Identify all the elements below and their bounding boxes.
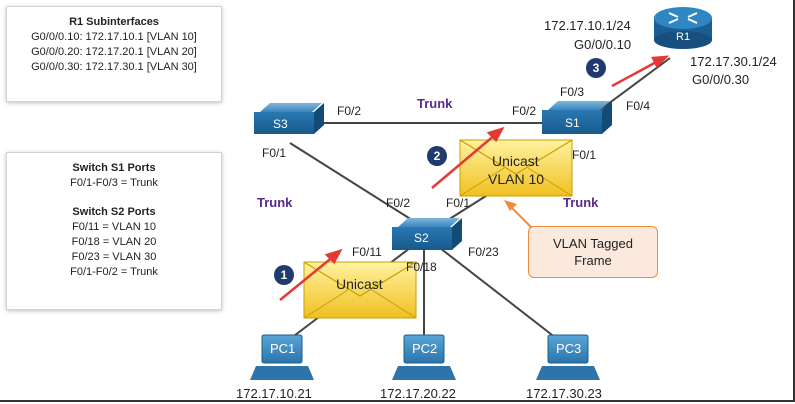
pc1-ip: 172.17.10.21 [236,386,312,401]
r1-left-interface: G0/0/0.10 [574,37,632,52]
trunk-label-left: Trunk [257,195,293,210]
s1-ports-line: F0/1-F0/3 = Trunk [70,177,158,189]
step-badge-2: 2 [427,146,447,166]
callout-line2: Frame [574,253,612,268]
pc1-name: PC1 [270,341,296,356]
r1-right-interface: G0/0/0.30 [692,72,750,87]
port-label: F0/2 [337,104,362,118]
trunk-label-top: Trunk [417,96,453,111]
switch-ports-box: Switch S1 Ports F0/1-F0/3 = Trunk Switch… [6,152,222,310]
switch-s1 [542,101,612,134]
s2-ports-line: F0/18 = VLAN 20 [71,236,157,248]
r1-box-line: G0/0/0.20: 172.17.20.1 [VLAN 20] [31,46,197,58]
port-label: F0/23 [468,245,499,259]
port-label: F0/2 [386,196,411,210]
unicast-upper-text: Unicast [492,153,539,169]
s2-ports-title: Switch S2 Ports [72,206,156,218]
r1-name: R1 [676,31,691,43]
port-label: F0/11 [352,245,382,259]
port-label: F0/2 [512,104,537,118]
switch-s2 [392,218,462,250]
link-s2-pc3 [439,247,566,346]
r1-left-ip: 172.17.10.1/24 [544,18,631,33]
s1-name: S1 [565,116,580,130]
s3-name: S3 [273,117,288,131]
pc3 [536,334,600,380]
vlan-tagged-frame-callout: VLAN Tagged Frame [528,226,658,278]
r1-box-title: R1 Subinterfaces [69,16,159,28]
s2-name: S2 [414,231,429,245]
port-label: F0/1 [572,148,597,162]
step-badge-1: 1 [274,265,294,285]
r1-subinterfaces-box: R1 Subinterfaces G0/0/0.10: 172.17.10.1 … [6,6,222,102]
red-arrows [279,55,670,301]
envelope-unicast-lower [303,261,417,319]
port-label: F0/1 [262,146,287,160]
router-arrows-icon [668,12,698,24]
callout-pointer [504,200,533,229]
r1-right-ip: 172.17.30.1/24 [690,54,777,69]
s2-ports-line: F0/1-F0/2 = Trunk [70,266,158,278]
trunk-label-right: Trunk [563,195,599,210]
r1-box-line: G0/0/0.30: 172.17.30.1 [VLAN 30] [31,61,197,73]
port-label: F0/4 [626,99,651,113]
pc2-name: PC2 [412,341,438,356]
s2-ports-line: F0/11 = VLAN 10 [72,221,156,233]
pc3-ip: 172.17.30.23 [526,386,602,401]
pc2-ip: 172.17.20.22 [380,386,456,401]
port-label: F0/1 [446,196,471,210]
pc2 [392,334,456,380]
callout-line1: VLAN Tagged [553,236,633,251]
pc1 [250,334,314,380]
router-r1 [654,7,712,49]
link-s3-s2 [289,142,421,226]
s2-ports-line: F0/23 = VLAN 30 [71,251,157,263]
pc3-name: PC3 [556,341,582,356]
port-label: F0/18 [406,260,437,274]
unicast-vlan-text: VLAN 10 [488,171,545,187]
s1-ports-title: Switch S1 Ports [72,162,156,174]
switch-s3 [254,103,324,134]
step-badge-3: 3 [586,58,606,78]
port-label: F0/3 [560,85,585,99]
unicast-lower-text: Unicast [336,276,383,292]
r1-box-line: G0/0/0.10: 172.17.10.1 [VLAN 10] [31,31,197,43]
